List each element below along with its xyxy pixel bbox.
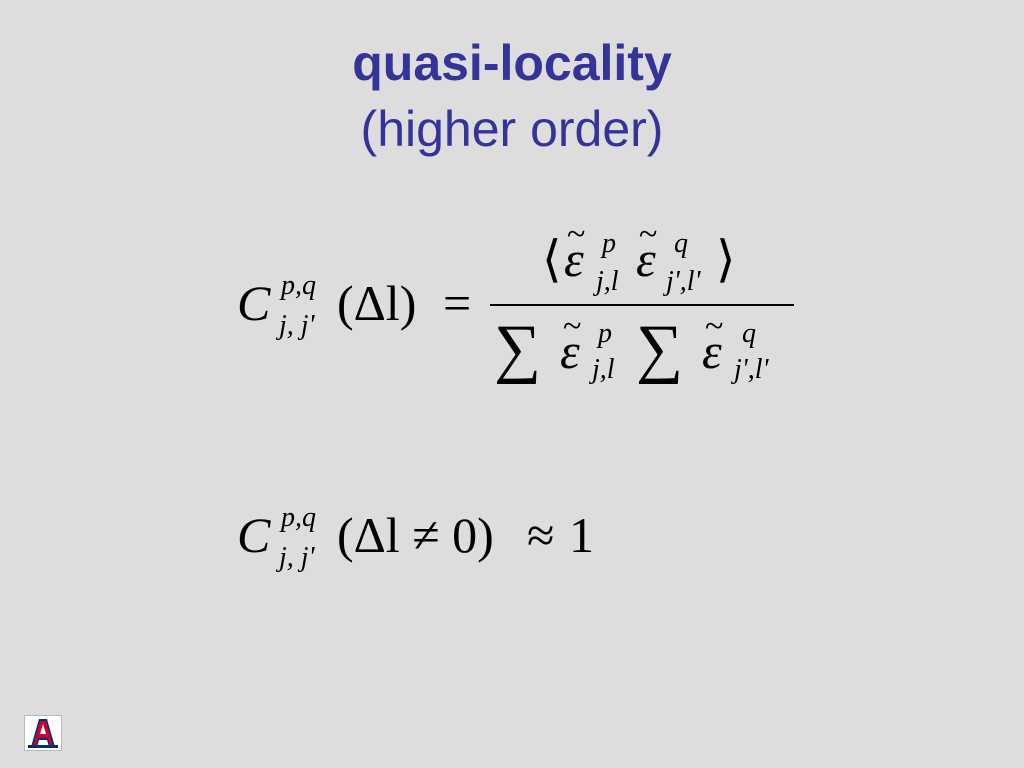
equation-1-fraction: ⟨ ~ε p j,l ~ε q j',l' ⟩ ∑ ~ε p j,l ∑ ~ε …: [490, 218, 794, 398]
university-logo: [24, 715, 62, 751]
eq1-equals: =: [443, 275, 472, 331]
eq1-num-sub-jlprime: j',l': [666, 266, 701, 297]
eq1-left-angle: ⟨: [542, 231, 562, 287]
eq2-one: 1: [569, 507, 594, 563]
fraction-bar: [490, 304, 794, 306]
eq2-C: C: [237, 507, 271, 563]
tilde: ~: [567, 216, 586, 253]
eq1-num-sup-q: q: [674, 228, 688, 259]
tilde: ~: [705, 308, 724, 345]
eq1-C: C: [237, 275, 271, 331]
eq1-num-sub-jl: j,l: [596, 266, 619, 297]
eq1-right-angle: ⟩: [716, 231, 736, 287]
epsilon: ε: [560, 323, 580, 379]
eq2-sub-jj: j, j': [279, 542, 315, 573]
epsilon: ε: [564, 231, 584, 287]
eq1-arg: (Δl): [337, 275, 417, 331]
slide-title-subtitle: (higher order): [360, 101, 664, 157]
block-a-icon: [28, 719, 58, 748]
tilde: ~: [639, 216, 658, 253]
eq1-num-sup-p: p: [602, 228, 616, 259]
eq1-eps-num-2: ~ε: [636, 218, 657, 287]
eq1-den-sub-jl: j,l: [592, 354, 615, 385]
eq1-sub-jj: j, j': [279, 310, 315, 341]
slide-title-main: quasi-locality: [352, 35, 672, 91]
eq1-den-sup-p: p: [598, 318, 612, 349]
eq1-sup-pq: p,q: [281, 270, 316, 301]
eq1-den-sub-jlprime: j',l': [734, 354, 769, 385]
eq1-den-sup-q: q: [742, 318, 756, 349]
eq1-eps-den-1: ~ε: [560, 310, 581, 379]
eq2-approx: ≈: [527, 507, 555, 563]
eq1-sum-1: ∑: [494, 312, 542, 385]
slide-title: quasi-locality (higher order): [0, 30, 1024, 162]
eq2-arg: (Δl ≠ 0): [337, 507, 494, 563]
epsilon: ε: [702, 323, 722, 379]
epsilon: ε: [636, 231, 656, 287]
tilde: ~: [563, 308, 582, 345]
eq1-eps-num-1: ~ε: [564, 218, 585, 287]
eq1-eps-den-2: ~ε: [702, 310, 723, 379]
eq1-sum-2: ∑: [636, 312, 684, 385]
eq2-sup-pq: p,q: [281, 502, 316, 533]
